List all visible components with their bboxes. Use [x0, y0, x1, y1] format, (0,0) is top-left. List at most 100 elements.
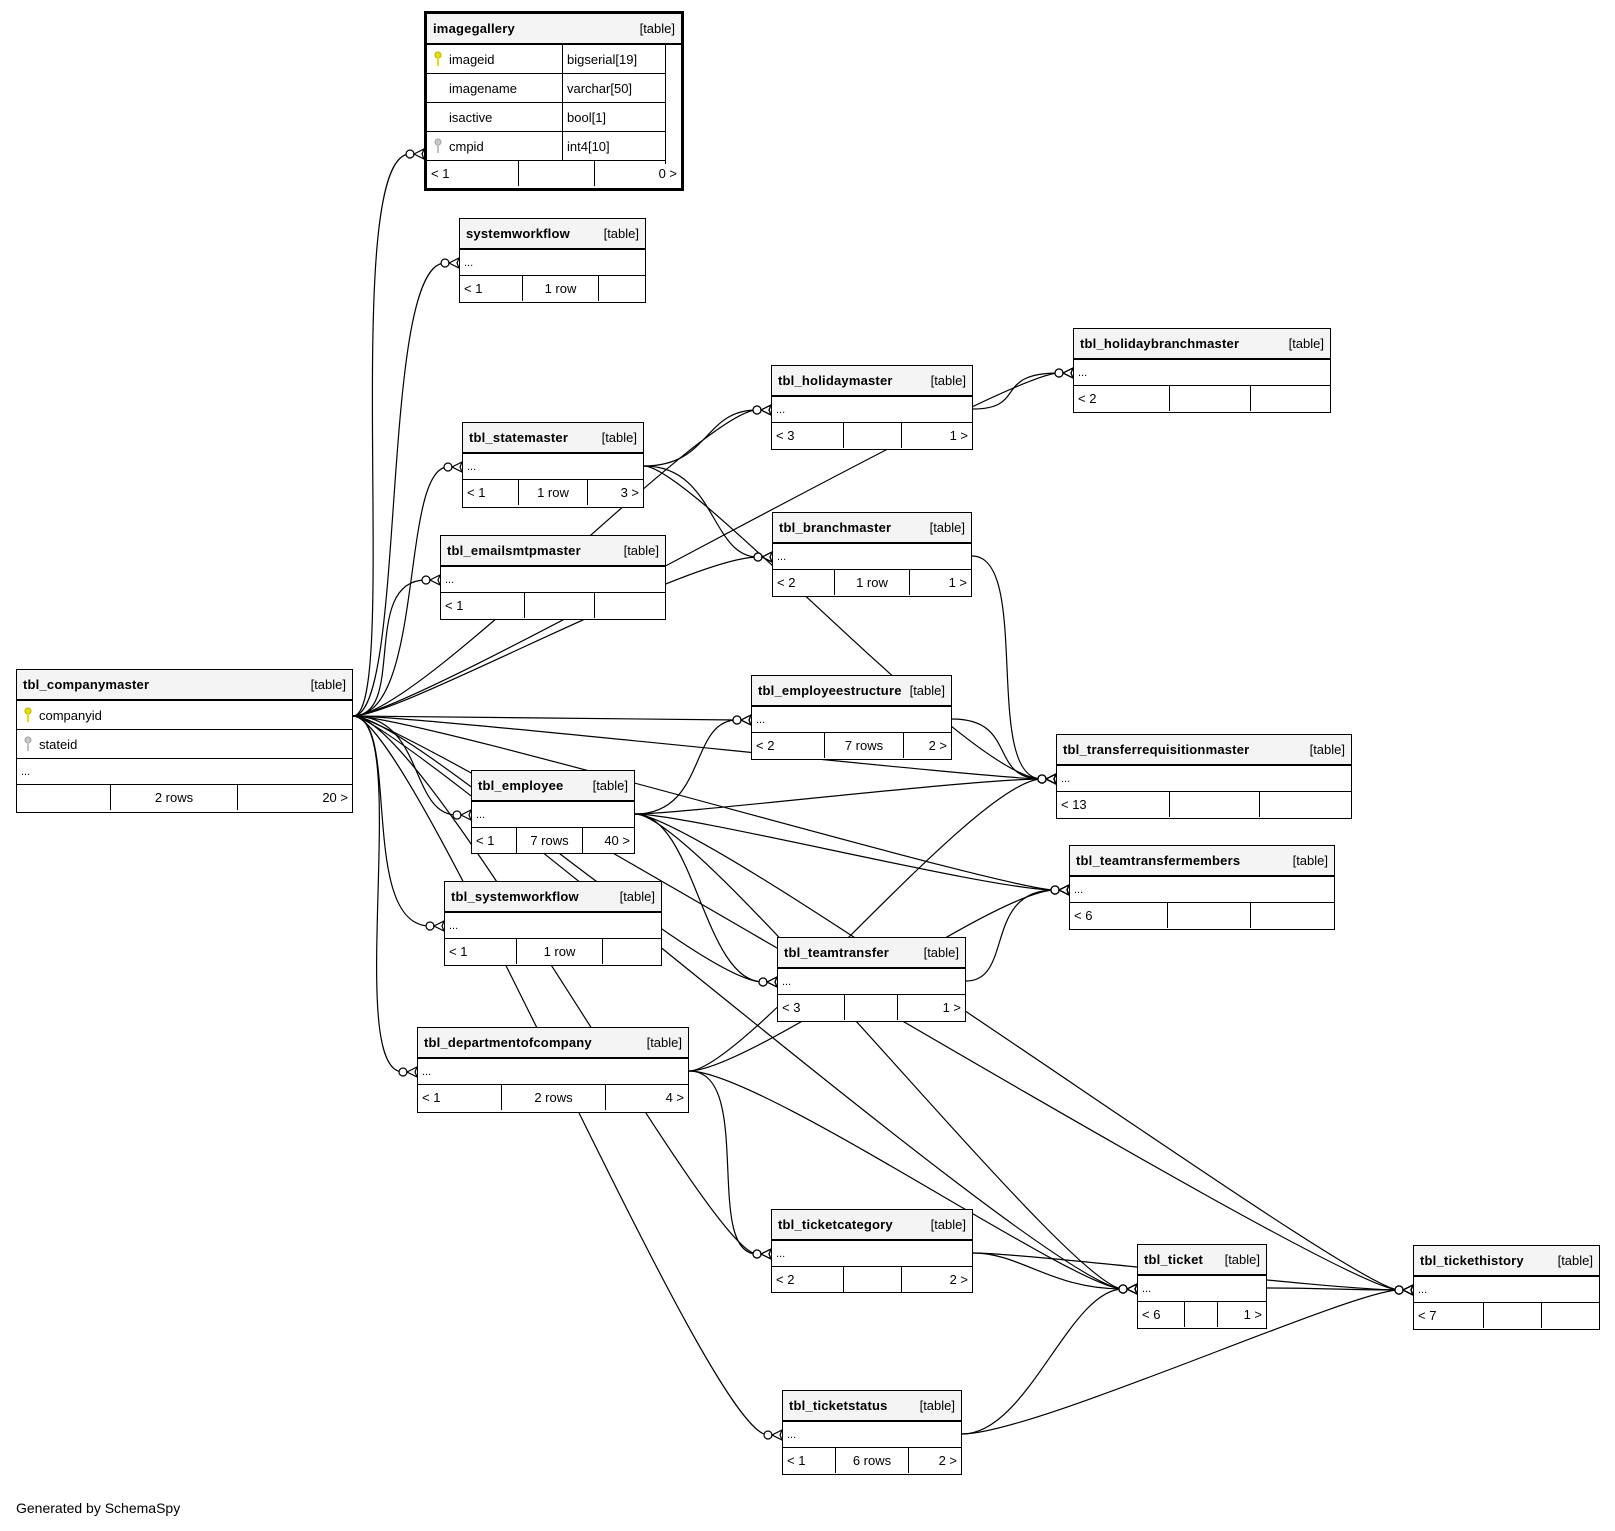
- columns-ellipsis: ...: [1074, 360, 1330, 386]
- child-count[interactable]: 2 >: [949, 1272, 968, 1287]
- child-count[interactable]: 1 >: [949, 428, 968, 443]
- table-type-label: [table]: [909, 683, 945, 698]
- child-count[interactable]: 1 >: [948, 575, 967, 590]
- child-count[interactable]: [603, 939, 661, 964]
- parent-count[interactable]: < 6: [1070, 903, 1168, 928]
- table-tbl_emailsmtpmaster[interactable]: tbl_emailsmtpmaster[table] ... < 1: [440, 535, 666, 620]
- child-count[interactable]: 3 >: [620, 485, 639, 500]
- child-count[interactable]: [595, 593, 665, 618]
- table-tbl_tickethistory[interactable]: tbl_tickethistory[table] ... < 7: [1413, 1245, 1600, 1330]
- table-header: tbl_branchmaster[table]: [773, 513, 971, 544]
- table-imagegallery[interactable]: imagegallery [table] imageid bigserial[1…: [424, 11, 684, 191]
- child-count[interactable]: 40 >: [604, 833, 630, 848]
- table-type-label: [table]: [1224, 1252, 1260, 1267]
- parent-count[interactable]: < 3: [772, 423, 844, 448]
- parent-count[interactable]: < 2: [752, 733, 825, 758]
- table-tbl_teamtransfermembers[interactable]: tbl_teamtransfermembers[table] ... < 6: [1069, 845, 1335, 930]
- many-cardinality-marker: [1125, 1282, 1139, 1296]
- table-header: tbl_tickethistory[table]: [1414, 1246, 1599, 1277]
- many-cardinality-marker: [760, 550, 774, 564]
- optional-cardinality-marker: [1050, 885, 1060, 895]
- column-row[interactable]: companyid: [17, 701, 352, 730]
- child-count[interactable]: 1 >: [942, 1000, 961, 1015]
- primary-key-icon: [17, 707, 39, 724]
- column-row[interactable]: imageid bigserial[19]: [427, 45, 665, 74]
- row-count: 2 rows: [502, 1085, 606, 1110]
- child-count[interactable]: 1 >: [1243, 1307, 1262, 1322]
- optional-cardinality-marker: [753, 552, 763, 562]
- table-header: tbl_teamtransfermembers[table]: [1070, 846, 1334, 877]
- parent-count[interactable]: < 2: [1074, 386, 1170, 411]
- many-cardinality-marker: [1401, 1283, 1415, 1297]
- many-cardinality-marker: [759, 403, 773, 417]
- optional-cardinality-marker: [1054, 368, 1064, 378]
- table-tbl_companymaster[interactable]: tbl_companymaster [table] companyid state…: [16, 669, 353, 813]
- table-type-label: [table]: [603, 226, 639, 241]
- column-row[interactable]: cmpid int4[10]: [427, 132, 665, 161]
- child-count[interactable]: [1260, 792, 1351, 817]
- child-count[interactable]: 2 >: [928, 738, 947, 753]
- parent-count[interactable]: < 3: [778, 995, 845, 1020]
- column-type: bigserial[19]: [562, 45, 665, 73]
- parent-count[interactable]: < 7: [1414, 1303, 1484, 1328]
- child-count[interactable]: [1251, 903, 1334, 928]
- child-count[interactable]: 2 >: [938, 1453, 957, 1468]
- column-row[interactable]: isactive bool[1]: [427, 103, 665, 132]
- table-header: tbl_departmentofcompany[table]: [418, 1028, 688, 1059]
- child-count[interactable]: [599, 276, 645, 301]
- table-tbl_transferrequisitionmaster[interactable]: tbl_transferrequisitionmaster[table] ...…: [1056, 734, 1352, 819]
- optional-cardinality-marker: [758, 977, 768, 987]
- row-count: [1484, 1303, 1542, 1328]
- column-row[interactable]: stateid: [17, 730, 352, 759]
- many-cardinality-marker: [1125, 1282, 1139, 1296]
- child-count[interactable]: 20 >: [322, 790, 348, 805]
- parent-count[interactable]: < 1: [427, 161, 519, 186]
- parent-count[interactable]: < 2: [773, 570, 835, 595]
- many-cardinality-marker: [1044, 772, 1058, 786]
- column-row[interactable]: imagename varchar[50]: [427, 74, 665, 103]
- parent-count[interactable]: < 1: [418, 1085, 502, 1110]
- table-tbl_holidaybranchmaster[interactable]: tbl_holidaybranchmaster[table] ... < 2: [1073, 328, 1331, 413]
- table-footer: < 3 1 >: [772, 423, 972, 448]
- table-name: tbl_branchmaster: [779, 520, 892, 535]
- parent-count[interactable]: [17, 785, 111, 810]
- row-count: [844, 423, 902, 448]
- many-cardinality-marker: [770, 1428, 784, 1442]
- child-count[interactable]: [1542, 1303, 1599, 1328]
- parent-count[interactable]: < 2: [772, 1267, 844, 1292]
- child-count[interactable]: 0 >: [658, 166, 677, 181]
- columns-ellipsis: ...: [17, 759, 352, 785]
- many-cardinality-marker: [1401, 1283, 1415, 1297]
- table-header: tbl_ticketstatus[table]: [783, 1391, 961, 1422]
- table-header: tbl_ticketcategory[table]: [772, 1210, 972, 1241]
- child-count[interactable]: [1251, 386, 1330, 411]
- parent-count[interactable]: < 1: [463, 480, 519, 505]
- table-name: tbl_companymaster: [23, 677, 150, 692]
- child-count[interactable]: 4 >: [665, 1090, 684, 1105]
- many-cardinality-marker: [759, 1247, 773, 1261]
- parent-count[interactable]: < 1: [460, 276, 523, 301]
- parent-count[interactable]: < 13: [1057, 792, 1170, 817]
- table-name: tbl_tickethistory: [1420, 1253, 1524, 1268]
- table-type-label: [table]: [310, 677, 346, 692]
- parent-count[interactable]: < 1: [783, 1448, 836, 1473]
- parent-count[interactable]: < 1: [472, 828, 517, 853]
- parent-count[interactable]: < 1: [445, 939, 517, 964]
- optional-cardinality-marker: [1037, 774, 1047, 784]
- column-name: imageid: [449, 51, 495, 67]
- many-cardinality-marker: [1061, 366, 1075, 380]
- parent-count[interactable]: < 6: [1138, 1302, 1185, 1327]
- parent-count[interactable]: < 1: [441, 593, 525, 618]
